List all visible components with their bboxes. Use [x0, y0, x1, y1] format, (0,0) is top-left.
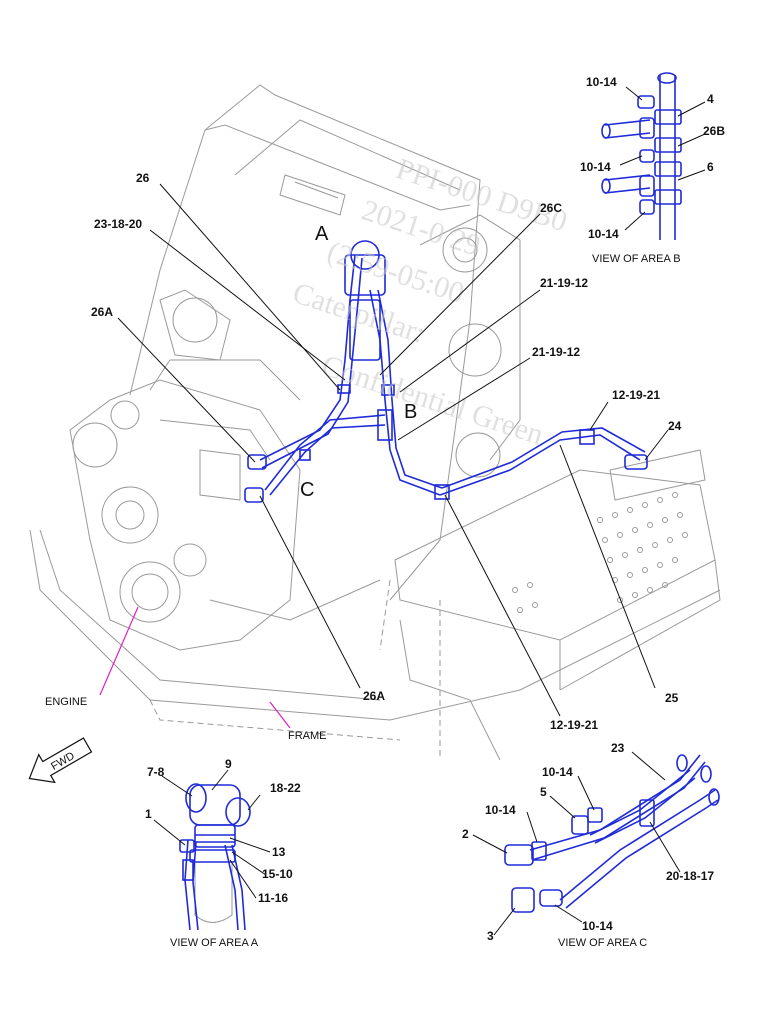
label-26: 26 — [136, 171, 150, 185]
view-c-label-3: 5 — [540, 785, 547, 799]
label-engine: ENGINE — [45, 696, 87, 708]
view-area-a: 7-8 9 18-22 1 13 15-10 11-16 VIEW OF ARE… — [145, 757, 301, 949]
view-c-caption: VIEW OF AREA C — [558, 937, 647, 949]
view-b-label-2: 4 — [707, 92, 714, 106]
view-a-label-1: 7-8 — [147, 765, 165, 779]
area-marker-a: A — [315, 223, 329, 245]
label-26a-top: 26A — [91, 305, 113, 319]
watermark: PPI-000 D9B0 2021-0 29 (2:59-05:00 Cater… — [289, 152, 571, 452]
area-marker-b: B — [404, 401, 417, 423]
fwd-label: FWD — [49, 750, 77, 773]
watermark-line-5: Confidential Green — [318, 349, 548, 452]
view-c-label-5: 2 — [462, 827, 469, 841]
view-a-label-3: 18-22 — [270, 781, 301, 795]
area-marker-c: C — [300, 479, 314, 501]
label-23-18-20: 23-18-20 — [94, 217, 142, 231]
label-26c: 26C — [540, 201, 562, 215]
label-21-19-12-b: 21-19-12 — [532, 345, 580, 359]
label-21-19-12-a: 21-19-12 — [540, 276, 588, 290]
label-12-19-21-bottom: 12-19-21 — [550, 718, 598, 732]
view-a-label-7: 11-16 — [258, 891, 288, 905]
fuel-hoses — [244, 240, 648, 503]
view-c-label-8: 10-14 — [582, 919, 613, 933]
view-b-label-4: 10-14 — [580, 160, 611, 174]
view-c-label-1: 23 — [611, 741, 625, 755]
view-a-label-6: 15-10 — [262, 867, 293, 881]
label-26a-bottom: 26A — [363, 689, 385, 703]
view-c-label-6: 20-18-17 — [666, 869, 714, 883]
view-a-caption: VIEW OF AREA A — [170, 937, 259, 949]
view-b-label-1: 10-14 — [586, 75, 617, 89]
view-c-label-4: 10-14 — [485, 803, 516, 817]
view-b-label-3: 26B — [703, 124, 725, 138]
view-b-label-6: 10-14 — [588, 227, 619, 241]
view-a-label-4: 1 — [145, 807, 152, 821]
label-12-19-21-top: 12-19-21 — [612, 388, 660, 402]
pointer-lines — [99, 606, 291, 729]
view-area-b: 10-14 4 26B 10-14 6 10-14 VIEW OF AREA B — [580, 72, 725, 265]
view-b-label-5: 6 — [707, 160, 714, 174]
view-b-caption: VIEW OF AREA B — [592, 253, 681, 265]
view-area-c: 23 10-14 5 10-14 2 20-18-17 3 10-14 VIEW… — [462, 741, 720, 949]
label-frame: FRAME — [288, 730, 327, 742]
view-a-label-2: 9 — [225, 757, 232, 771]
deck-holes — [512, 492, 688, 613]
view-a-label-5: 13 — [272, 845, 286, 859]
view-c-label-7: 3 — [487, 929, 494, 943]
machine-line-art — [29, 84, 721, 761]
fwd-arrow: FWD — [28, 737, 93, 784]
label-24: 24 — [668, 419, 682, 433]
leader-lines — [117, 183, 669, 717]
view-c-label-2: 10-14 — [542, 765, 573, 779]
label-25: 25 — [665, 691, 679, 705]
